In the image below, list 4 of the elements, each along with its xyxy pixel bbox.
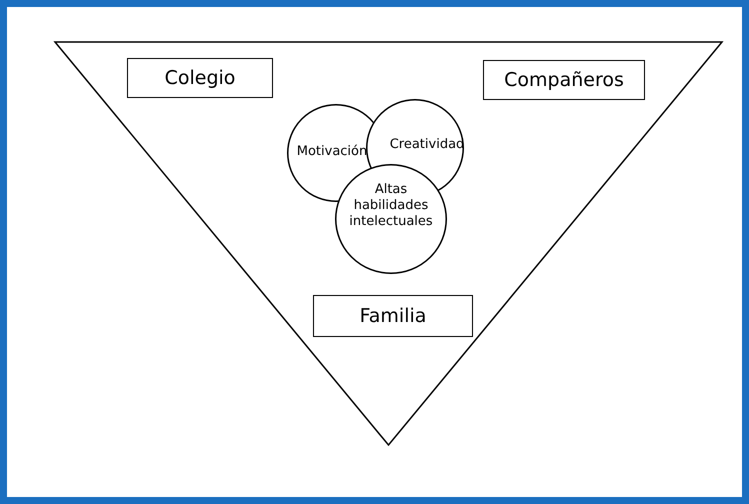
category-box: Colegio: [127, 58, 273, 98]
circle-label: Motivación: [293, 142, 371, 162]
category-box: Compañeros: [483, 60, 645, 100]
category-box: Familia: [313, 295, 473, 337]
